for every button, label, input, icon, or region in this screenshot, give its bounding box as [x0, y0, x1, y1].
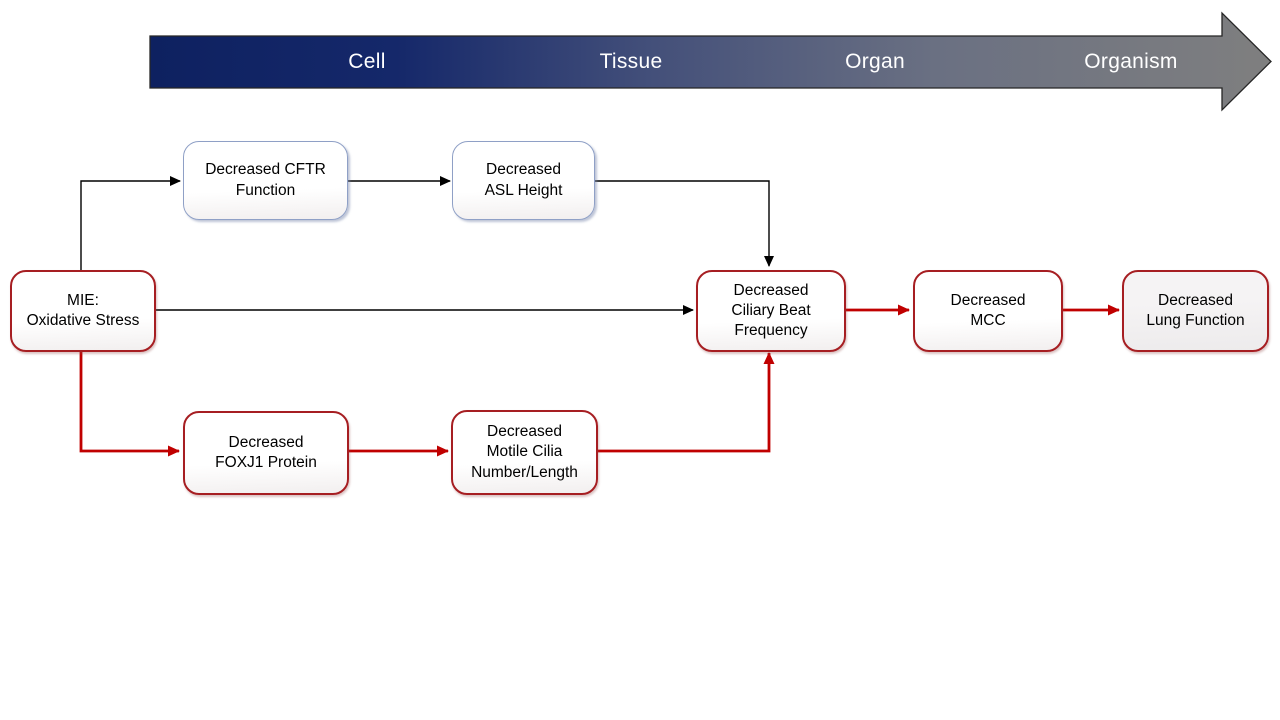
node-decreased-lung-function: Decreased Lung Function: [1122, 270, 1269, 352]
node-label: Decreased CFTR Function: [205, 161, 326, 199]
node-label: Decreased MCC: [950, 291, 1026, 329]
stage-label-organ: Organ: [845, 50, 905, 73]
stage-label-cell: Cell: [348, 50, 386, 73]
node-mie-oxidative-stress: MIE: Oxidative Stress: [10, 270, 156, 352]
node-label: Decreased Ciliary Beat Frequency: [731, 281, 811, 340]
node-decreased-cftr-function: Decreased CFTR Function: [183, 141, 348, 220]
node-decreased-motile-cilia-number-length: Decreased Motile Cilia Number/Length: [451, 410, 598, 495]
node-label: Decreased Motile Cilia Number/Length: [471, 423, 578, 481]
stage-label-organism: Organism: [1084, 50, 1178, 73]
node-decreased-foxj1-protein: Decreased FOXJ1 Protein: [183, 411, 349, 495]
node-label: MIE: Oxidative Stress: [26, 291, 140, 329]
stage-label-tissue: Tissue: [599, 50, 663, 73]
node-decreased-asl-height: Decreased ASL Height: [452, 141, 595, 220]
node-label: Decreased FOXJ1 Protein: [215, 433, 317, 471]
node-decreased-mcc: Decreased MCC: [913, 270, 1063, 352]
node-label: Decreased Lung Function: [1146, 291, 1245, 329]
node-decreased-ciliary-beat-frequency: Decreased Ciliary Beat Frequency: [696, 270, 846, 352]
node-label: Decreased ASL Height: [484, 161, 563, 199]
